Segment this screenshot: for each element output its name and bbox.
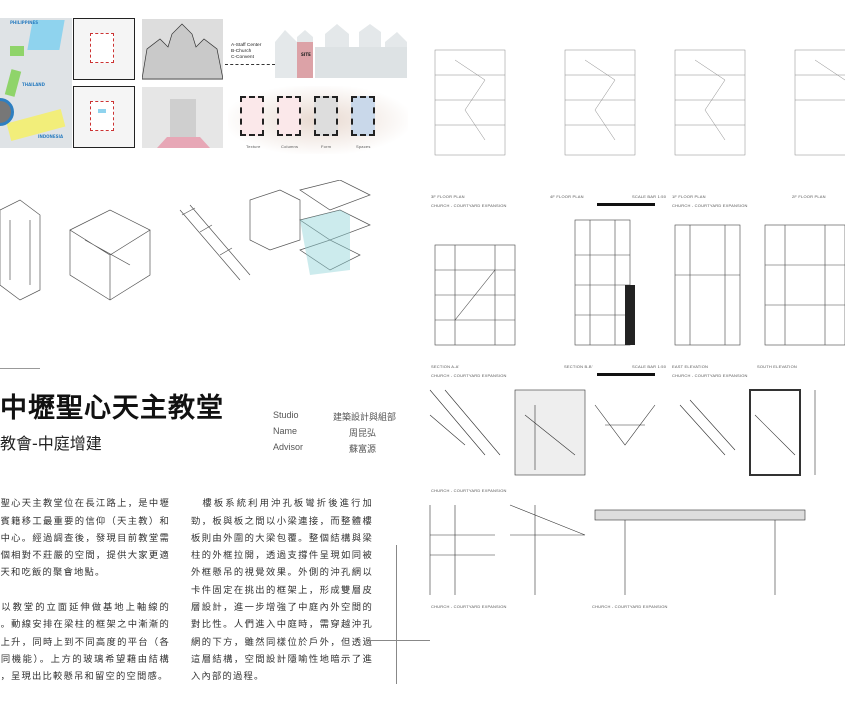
legend-item: C-Convent [231,55,254,60]
map-label-indonesia: INDONESIA [38,134,64,139]
diagram-label-columns: Columns [281,144,299,149]
dashed-leader [225,64,275,65]
scale-bar-label: SCALE BAR 1:50 [632,364,667,369]
project-subtitle: 教會-中庭增建 [0,434,102,453]
plan-title: 1F FLOOR PLAN [672,194,706,199]
legend-item: A-Staff Center [231,43,262,48]
concept-diagrams: Texture Columns Form Spaces [228,86,408,154]
project-title: 中壢聖心天主教堂 [0,393,224,424]
legend-item: B-Church [231,49,252,54]
plan-subtitle: CHURCH - COURTYARD EXPANSION [431,203,507,208]
credit-label: Studio [273,410,299,420]
plan-title: 2F FLOOR PLAN [792,194,826,199]
crop-line-v [396,545,397,684]
diagram-label-form: Form [321,144,332,149]
church-facade-photo [142,19,223,80]
plan-title: 3F FLOOR PLAN [431,194,465,199]
floor-plans [434,49,845,156]
section-title: EAST ELEVATION [672,364,709,369]
site-plan-2 [73,86,135,148]
crop-line-h [370,640,430,641]
structure-axonometrics [0,180,371,301]
divider-short [0,368,40,369]
site-tag: SITE [301,52,311,57]
section-title: SOUTH ELEVATION [757,364,797,369]
paragraph: 樓板系統利用沖孔板彎折後進行加勁，板與板之間以小梁連接，而整體樓板則由外圍的大梁… [191,498,373,683]
diagram-label-texture: Texture [246,144,261,149]
scale-bar [597,373,655,376]
section-title: SECTION A-A' [431,364,460,369]
detail-caption: CHURCH - COURTYARD EXPANSION [431,488,507,493]
credit-name: Name 周昆弘 [273,426,376,438]
credit-value: 建築設計與組部 [333,412,397,422]
credit-label: Name [273,426,298,436]
site-plan-1 [73,18,135,80]
plan-title: 4F FLOOR PLAN [550,194,584,199]
section-subtitle: CHURCH - COURTYARD EXPANSION [431,373,507,378]
description-col2: 樓板系統利用沖孔板彎折後進行加勁，板與板之間以小梁連接，而整體樓板則由外圍的大梁… [191,478,373,703]
credit-advisor: Advisor 蘇富源 [273,442,376,454]
courtyard-photo [142,87,223,148]
scale-bar [597,203,655,206]
credit-studio: Studio 建築設計與組部 [273,410,396,422]
sections-elevations [434,219,845,346]
facade-legend: A-Staff Center B-Church C-Convent [231,43,261,61]
detail-caption: CHURCH - COURTYARD EXPANSION [592,604,668,609]
credit-value: 蘇富源 [349,444,377,454]
elevation-render: SITE [275,22,407,78]
diagram-label-spaces: Spaces [356,144,371,149]
paragraph: 以教堂的立面延伸做基地上軸線的參。動線安排在梁柱的框架之中漸漸的螺上升，同時上到… [0,602,170,683]
paragraph: 聖心天主教堂位在長江路上，是中壢律賓籍移工最重要的信仰（天主教）和集中心。經過調… [0,498,170,579]
credit-value: 周昆弘 [349,428,377,438]
credit-label: Advisor [273,442,304,452]
site-map: PHILIPPINES THAILAND INDONESIA [0,18,72,148]
scale-bar-label: SCALE BAR 1:50 [632,194,667,199]
section-subtitle: CHURCH - COURTYARD EXPANSION [672,373,748,378]
map-label-thailand: THAILAND [22,82,45,87]
section-title: SECTION B-B' [564,364,593,369]
plan-subtitle: CHURCH - COURTYARD EXPANSION [672,203,748,208]
detail-caption: CHURCH - COURTYARD EXPANSION [431,604,507,609]
construction-details [429,389,816,595]
description-col1: 聖心天主教堂位在長江路上，是中壢律賓籍移工最重要的信仰（天主教）和集中心。經過調… [0,478,170,703]
map-label-philippines: PHILIPPINES [10,20,39,25]
